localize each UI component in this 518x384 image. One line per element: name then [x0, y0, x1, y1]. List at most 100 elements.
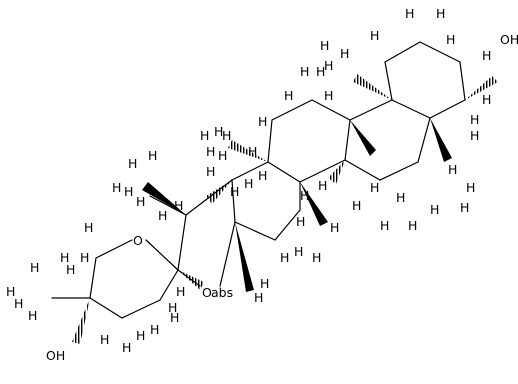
hydrogen-atom-label: H: [66, 262, 75, 277]
bond: [417, 117, 431, 163]
bond: [149, 195, 187, 216]
bond: [344, 119, 351, 161]
hydrogen-atom-label: H: [260, 276, 269, 291]
hydrogen-atom-label: H: [370, 28, 379, 43]
hydrogen-atom-label: H: [370, 180, 379, 195]
bond-layer: [51, 41, 466, 319]
bond: [145, 239, 179, 271]
hydrogen-atom-label: H: [408, 218, 417, 233]
wedge-bond: [142, 182, 186, 215]
hydrogen-atom-label: H: [482, 92, 491, 107]
hydrogen-atom-label: H: [112, 180, 121, 195]
hashed-bond: [206, 180, 232, 204]
hashed-bond: [72, 298, 90, 344]
bond: [384, 41, 421, 63]
bond: [177, 214, 187, 271]
hydrogen-atom-label: H: [80, 250, 89, 265]
bond: [234, 221, 276, 241]
bond: [231, 179, 236, 223]
bond: [391, 99, 431, 119]
hydrogen-atom-label: H: [396, 190, 405, 205]
hydrogen-atom-label: H: [340, 46, 349, 61]
hydrogen-atom-label: H: [446, 32, 455, 47]
hydrogen-atom-label: H: [128, 156, 137, 171]
hydrogen-atom-label: H: [214, 124, 223, 139]
bond: [267, 119, 273, 163]
hydrogen-atom-label: H: [470, 128, 479, 143]
hydrogen-atom-label: H: [28, 308, 37, 323]
hydrogen-atom-label: H: [324, 58, 333, 73]
hydrogen-atom-label: H: [296, 214, 305, 229]
hydrogen-atom-label: H: [244, 176, 253, 191]
hydrogen-atom-label: H: [436, 6, 445, 21]
hydrogen-atom-label: H: [230, 184, 239, 199]
atom-labels: OH OH O O abs: [46, 32, 518, 363]
hydrogen-atom-label: H: [100, 332, 109, 347]
hydrogen-atom-label: H: [206, 144, 215, 159]
hydrogen-atom-label: H: [150, 322, 159, 337]
bond: [274, 209, 301, 241]
hydrogen-atom-label: H: [316, 64, 325, 79]
hydrogen-atom-label: H: [168, 300, 177, 315]
bond: [459, 61, 466, 101]
bond: [89, 297, 123, 319]
hydrogen-atom-label: H: [258, 168, 267, 183]
hydrogen-atom-label: H: [380, 218, 389, 233]
bond: [231, 161, 269, 181]
hydrogen-atom-label: H: [352, 198, 361, 213]
hydrogen-atom-label: H: [60, 250, 69, 265]
wedge-bond: [350, 120, 376, 156]
hydrogen-atom-label: H: [324, 88, 333, 103]
hydrogen-atom-label: H: [405, 6, 414, 21]
hydrogen-atom-label: H: [158, 208, 167, 223]
hydrogen-atom-label: H: [124, 184, 133, 199]
hydrogen-atom-label: H: [482, 48, 491, 63]
hydrogen-atom-label: H: [430, 202, 439, 217]
hydrogen-atom-label: H: [170, 310, 179, 325]
hashed-bond: [228, 140, 268, 162]
hydrogen-atom-label: H: [254, 290, 263, 305]
bond: [419, 41, 461, 63]
bond: [311, 99, 351, 121]
bond: [384, 61, 393, 101]
hydrogen-atom-label: H: [294, 244, 303, 259]
hydrogen-atom-label: H: [470, 112, 479, 127]
bond: [299, 159, 346, 183]
bond: [89, 257, 97, 299]
hydrogen-atom-label: H: [460, 200, 469, 215]
bond: [379, 161, 419, 181]
hydrogen-atom-label: H: [176, 284, 185, 299]
hydrogen-atom-label: H: [300, 188, 309, 203]
stereo-bonds: [72, 74, 498, 344]
hydrogen-atom-label: H: [218, 148, 227, 163]
bond: [271, 99, 313, 121]
bond: [429, 99, 466, 119]
hashed-bond: [465, 76, 498, 100]
abs-label: abs: [211, 285, 233, 300]
hydrogen-atom-label: H: [6, 284, 15, 299]
hydrogen-atom-label: H: [312, 250, 321, 265]
hydrogen-atom-label: H: [284, 88, 293, 103]
hashed-bond: [328, 160, 345, 184]
bond: [267, 161, 301, 183]
bond: [95, 239, 133, 259]
hydrogen-atom-label: H: [30, 260, 39, 275]
ring-oxygen-label: O: [202, 285, 212, 300]
hydrogen-atom-label: H: [318, 178, 327, 193]
hashed-bond: [178, 270, 204, 290]
wedge-bond: [300, 182, 328, 226]
hydrogen-atom-label: H: [206, 164, 215, 179]
hydrogen-atom-label: H: [136, 328, 145, 343]
ring-oxygen-label: O: [133, 233, 143, 248]
wedge-bond: [235, 222, 254, 292]
hydrogen-atom-label: H: [84, 220, 93, 235]
hydrogen-atom-label: H: [148, 148, 157, 163]
hydroxyl-label: OH: [46, 348, 65, 363]
hydrogen-atom-label: H: [300, 64, 309, 79]
hydrogen-atom-label: H: [258, 114, 267, 129]
hydroxyl-label: OH: [500, 32, 518, 47]
hashed-bond: [353, 74, 392, 100]
